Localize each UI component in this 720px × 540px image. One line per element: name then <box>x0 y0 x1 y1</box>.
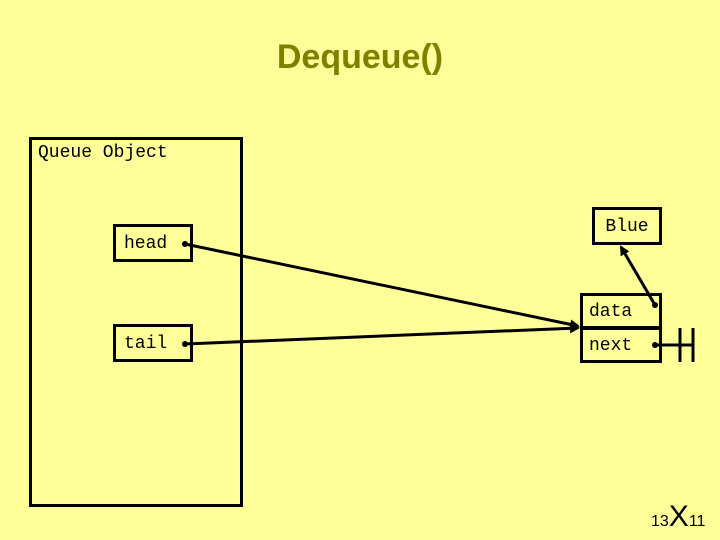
slide-number-left: 13 <box>651 513 669 530</box>
tail-label: tail <box>124 334 168 354</box>
data-pointer-arrow <box>619 245 657 306</box>
slide-number: 13X11 <box>651 500 705 534</box>
node-data-label: data <box>589 302 633 322</box>
slide-number-middle: X <box>668 500 689 533</box>
head-pointer-box: head <box>113 224 193 262</box>
node-next-label: next <box>589 336 633 356</box>
head-pointer-arrow <box>184 242 580 330</box>
queue-object-label: Queue Object <box>38 143 168 163</box>
queue-object-box <box>29 137 243 507</box>
head-label: head <box>124 234 168 254</box>
tail-pointer-arrow <box>184 323 580 346</box>
null-ground-icon <box>655 328 695 362</box>
slide-number-right: 11 <box>688 513 706 530</box>
value-box: Blue <box>592 207 662 245</box>
slide-title: Dequeue() <box>276 38 444 76</box>
value-label: Blue <box>605 217 649 237</box>
